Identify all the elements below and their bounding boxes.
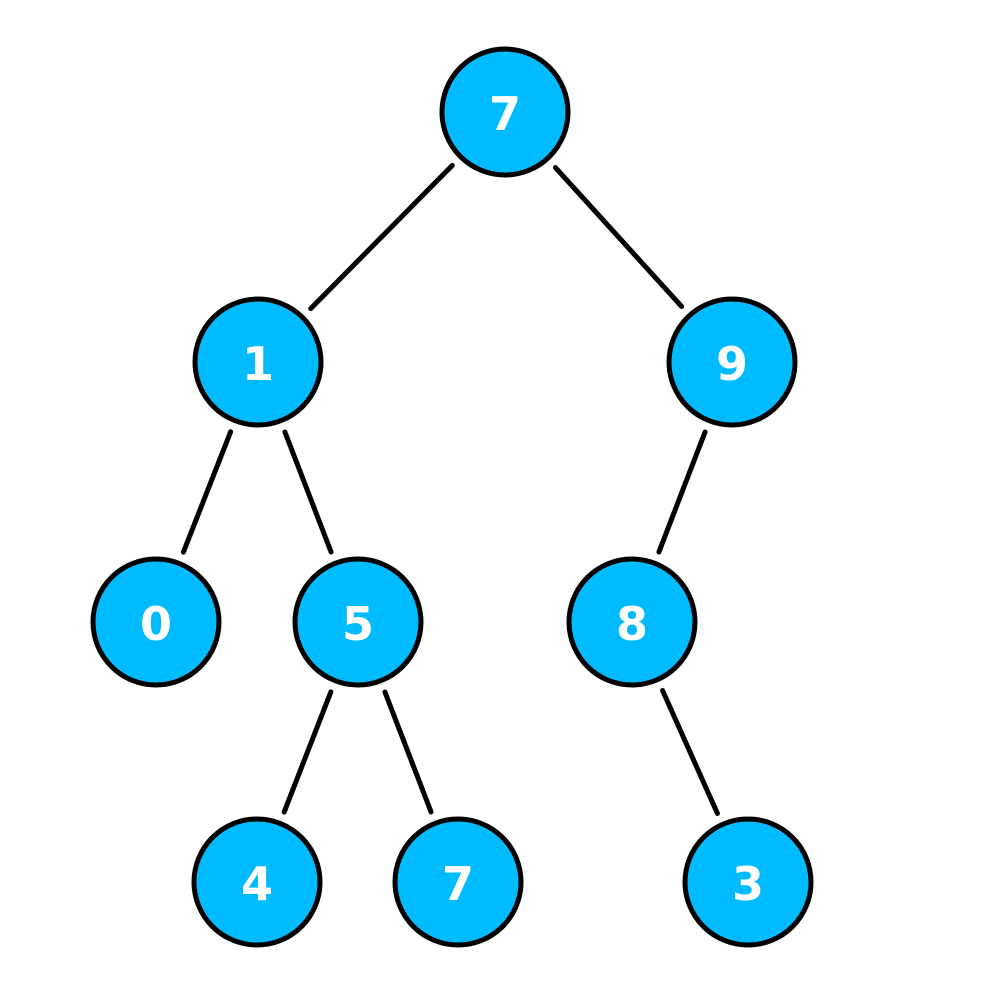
node-circle <box>192 296 324 428</box>
edge-n-5-n-4 <box>281 689 334 815</box>
node-circle <box>439 46 571 178</box>
node-label: 4 <box>241 857 273 911</box>
tree-node-n-7b: 7 <box>392 816 524 948</box>
tree-node-n-9: 9 <box>666 296 798 428</box>
edge-n-9-n-8 <box>656 429 708 555</box>
node-label: 1 <box>242 337 274 391</box>
tree-node-n-3: 3 <box>682 816 814 948</box>
edge-n-root-n-1 <box>308 162 455 312</box>
node-circle <box>392 816 524 948</box>
edge-n-5-n-7b <box>382 689 434 815</box>
edges-layer <box>180 162 720 817</box>
node-circle <box>90 556 222 688</box>
node-label: 7 <box>489 87 521 141</box>
edge-n-1-n-0 <box>180 429 234 555</box>
tree-node-n-0: 0 <box>90 556 222 688</box>
node-circle <box>682 816 814 948</box>
node-label: 9 <box>716 337 748 391</box>
tree-node-n-5: 5 <box>292 556 424 688</box>
node-label: 0 <box>140 597 172 651</box>
edge-n-8-n-3 <box>660 687 720 817</box>
edge-n-root-n-9 <box>552 165 685 309</box>
node-label: 3 <box>732 857 764 911</box>
node-circle <box>191 816 323 948</box>
node-label: 5 <box>342 597 374 651</box>
node-label: 8 <box>616 597 648 651</box>
tree-node-n-8: 8 <box>566 556 698 688</box>
node-label: 7 <box>442 857 474 911</box>
node-circle <box>566 556 698 688</box>
nodes-layer: 7 1 9 0 5 8 4 7 3 <box>90 46 814 948</box>
tree-node-n-4: 4 <box>191 816 323 948</box>
node-circle <box>666 296 798 428</box>
tree-node-n-1: 1 <box>192 296 324 428</box>
edge-n-1-n-5 <box>282 429 334 555</box>
node-circle <box>292 556 424 688</box>
tree-node-n-root: 7 <box>439 46 571 178</box>
